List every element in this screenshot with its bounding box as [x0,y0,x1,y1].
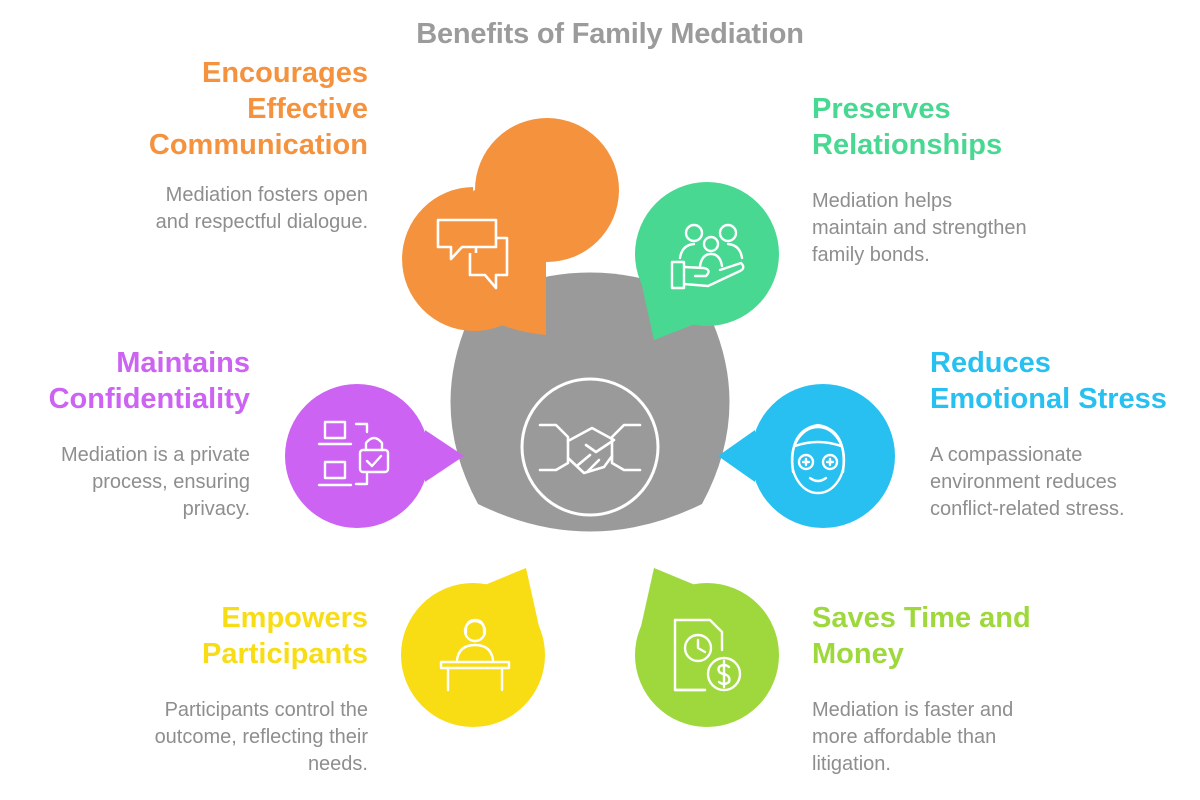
petal-communication [402,118,620,336]
heading-line: Money [812,638,904,670]
description-line: and respectful dialogue. [155,211,368,233]
description-line: family bonds. [812,244,930,266]
heading-line: Preserves [812,93,951,125]
heading-line: Saves Time and [812,602,1031,634]
benefit-communication-description: Mediation fosters open and respectful di… [156,182,368,236]
description-line: maintain and strengthen [812,217,1027,239]
petal-stress [718,384,895,528]
speaker-podium-icon [439,618,511,692]
heading-line: Empowers [221,602,368,634]
family-care-icon [670,223,745,290]
benefit-empowers-description: Participants control the outcome, reflec… [155,697,368,778]
heading-line: Maintains [116,347,250,379]
benefit-time-money-description: Mediation is faster and more affordable … [812,697,1013,778]
benefit-empowers-heading: Empowers Participants [202,600,368,672]
petal-empowers [401,568,545,727]
description-line: Mediation helps [812,190,953,212]
time-money-document-icon [673,618,742,692]
description-line: process, ensuring [92,471,250,493]
secure-devices-lock-icon [317,420,390,487]
description-line: environment reduces [930,471,1117,493]
diagram-title: Benefits of Family Mediation [416,18,804,50]
description-line: Mediation fosters open [165,184,368,206]
heading-line: Communication [148,129,368,161]
heading-line: Emotional Stress [930,383,1167,415]
petal-confidentiality [285,384,464,528]
heading-line: Relationships [812,129,1003,161]
heading-line: Reduces [930,347,1051,379]
description-line: outcome, reflecting their [154,726,368,748]
description-line: Participants control the [164,699,368,721]
description-line: Mediation is faster and [812,699,1014,721]
heading-line: Encourages [202,57,368,89]
description-line: privacy. [182,498,250,520]
description-line: more affordable than [812,726,997,748]
petal-relationships [635,182,779,340]
heading-line: Confidentiality [48,383,250,415]
chat-bubbles-icon [436,218,509,290]
handshake-icon [538,423,642,475]
heading-line: Participants [202,638,368,670]
petal-time-money [635,568,779,727]
benefit-time-money-heading: Saves Time and Money [812,600,1031,672]
benefit-confidentiality-description: Mediation is a private process, ensuring… [61,442,250,523]
description-line: conflict-related stress. [930,498,1125,520]
benefit-stress-description: A compassionate environment reduces conf… [930,442,1125,523]
description-line: litigation. [812,753,891,775]
benefit-communication-heading: Encourages Effective Communication [149,55,368,163]
face-mask-relax-icon [790,423,846,495]
benefit-confidentiality-heading: Maintains Confidentiality [49,345,250,417]
benefit-stress-heading: Reduces Emotional Stress [930,345,1167,417]
description-line: Mediation is a private [61,444,250,466]
description-line: A compassionate [930,444,1083,466]
description-line: needs. [307,753,368,775]
benefit-relationships-heading: Preserves Relationships [812,91,1002,163]
hub-circle [520,377,660,517]
benefit-relationships-description: Mediation helps maintain and strengthen … [812,188,1027,269]
heading-line: Effective [247,93,368,125]
